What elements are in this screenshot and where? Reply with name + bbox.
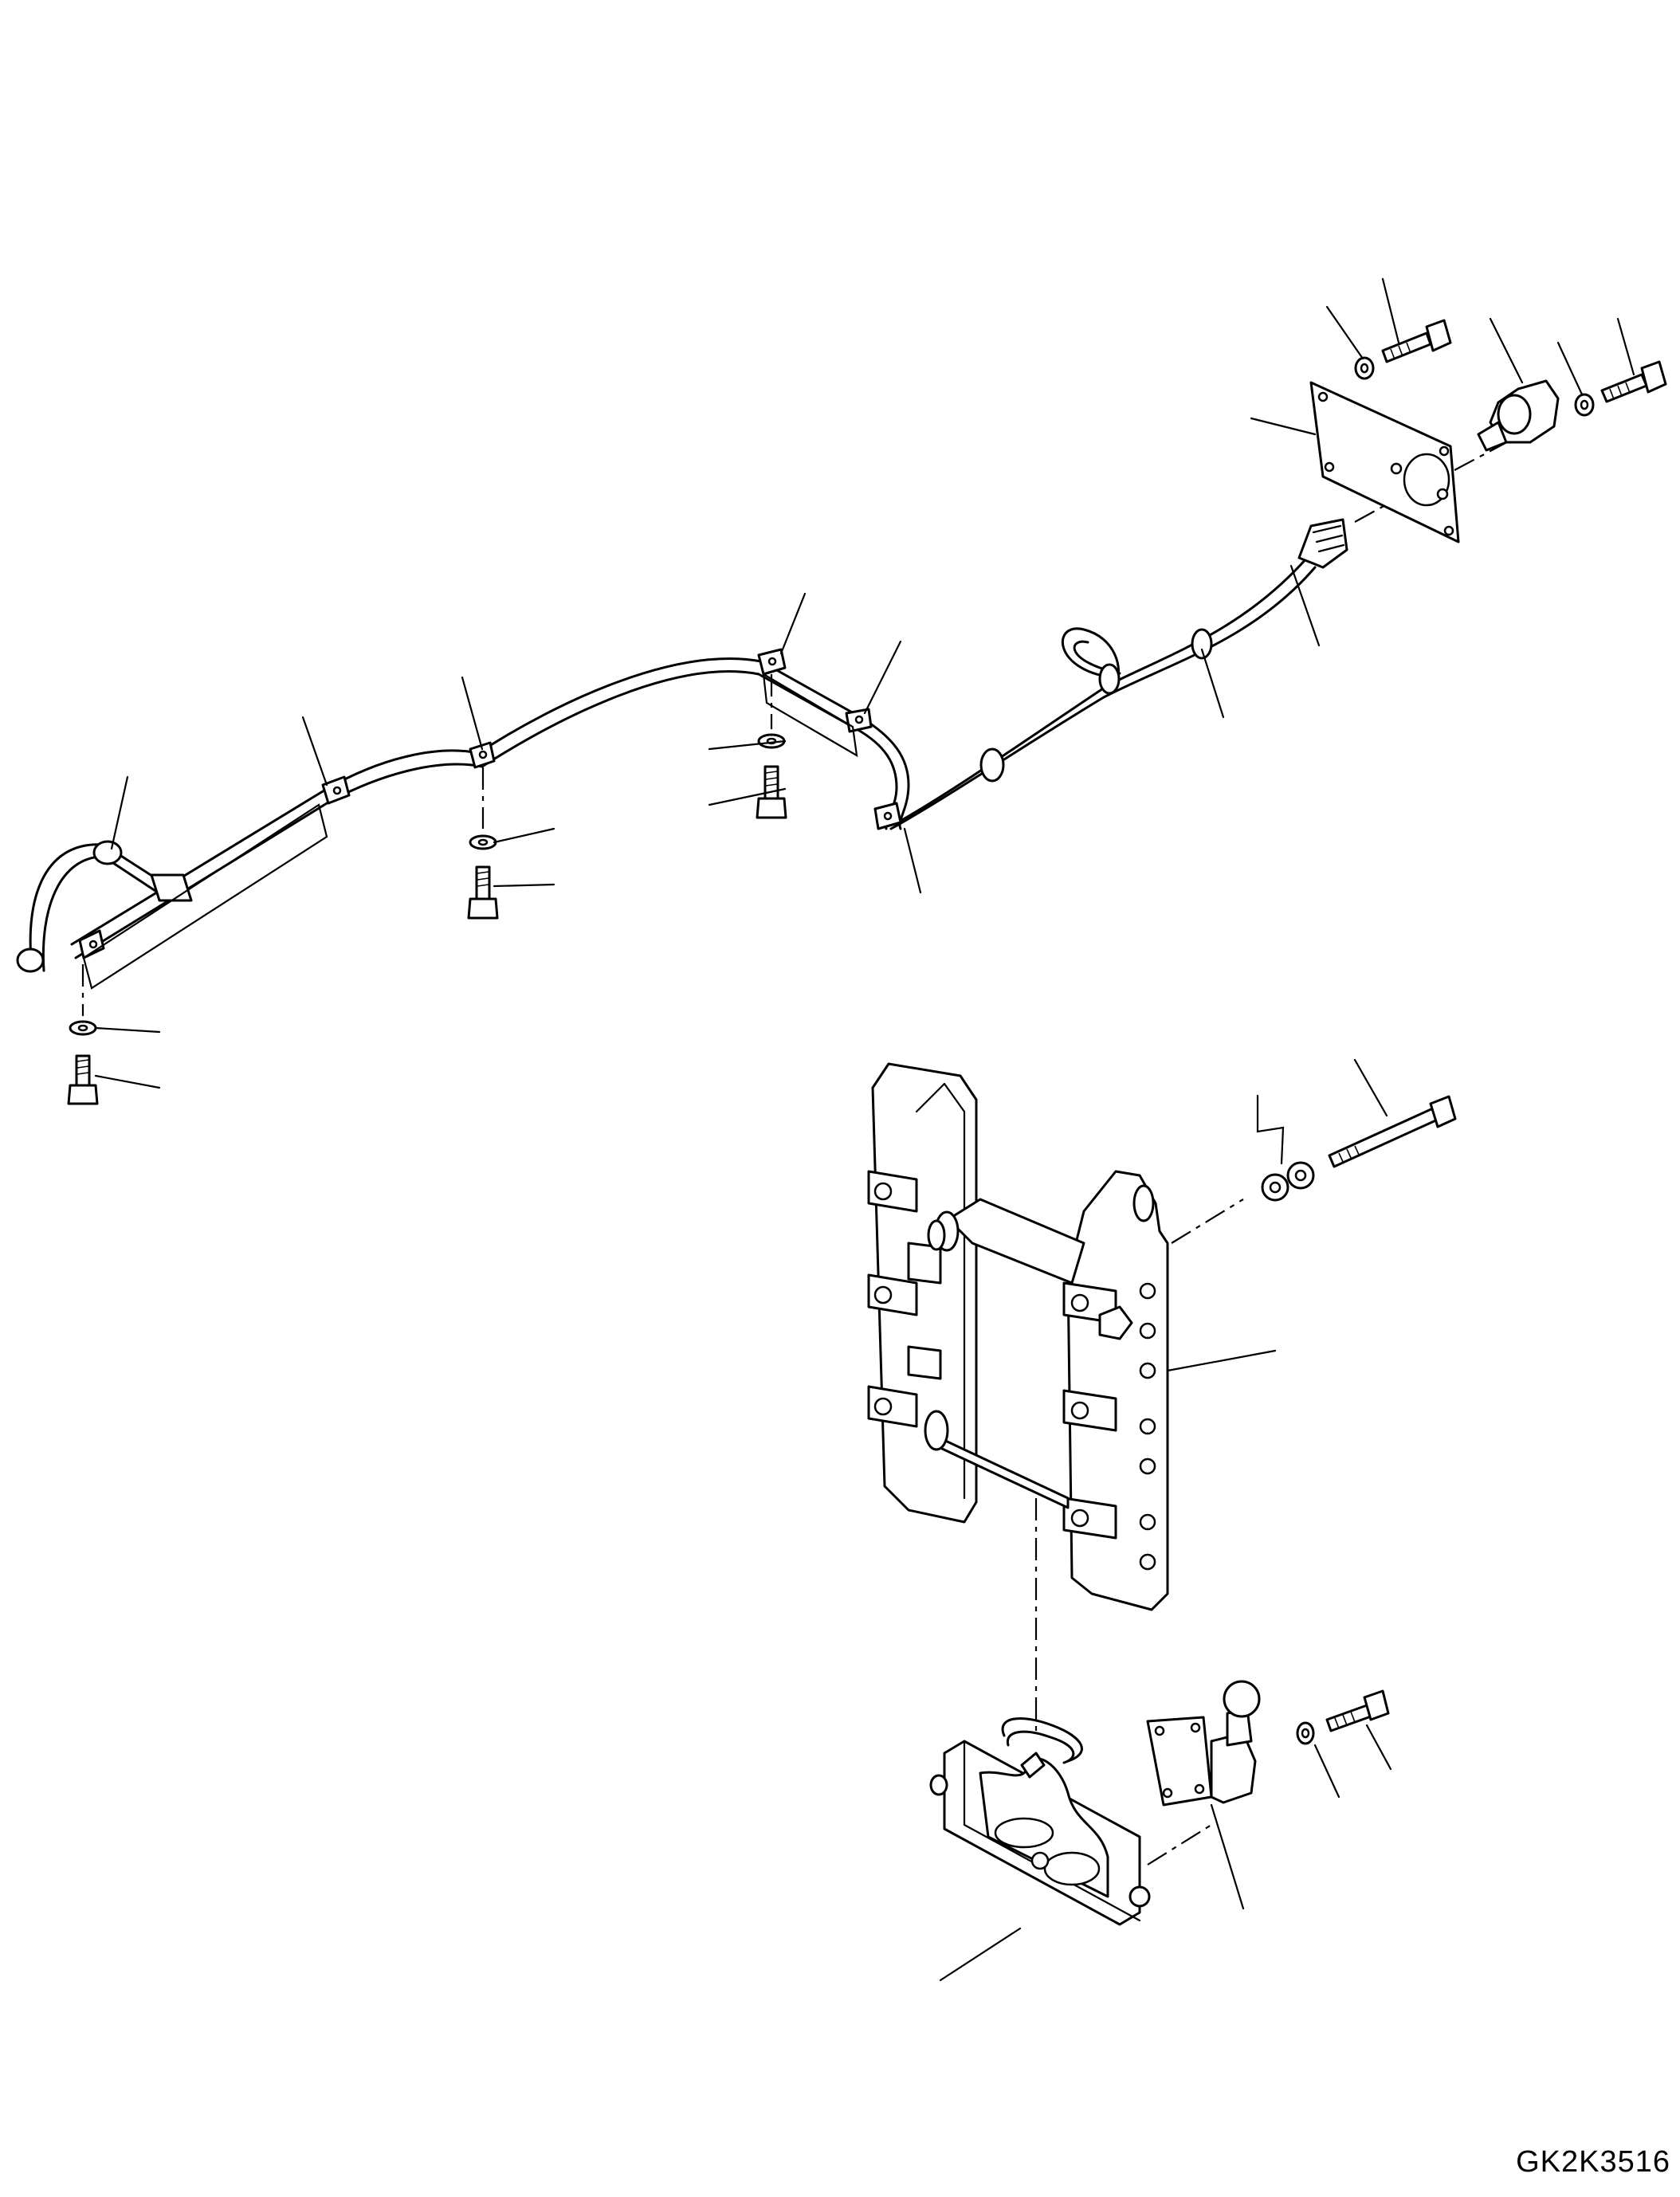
washer	[1296, 1721, 1315, 1745]
bolt	[1600, 360, 1667, 403]
drawing-code: GK2K3516	[1516, 2145, 1670, 2179]
clamp	[757, 648, 787, 676]
washer	[469, 834, 497, 850]
tow-coupling	[929, 1716, 1151, 1926]
trailer-socket	[1477, 379, 1560, 452]
leader-lines	[94, 277, 1635, 1982]
washer	[1354, 356, 1375, 380]
wiring-harness	[16, 518, 1348, 990]
hitch-frame	[867, 1062, 1169, 1611]
socket-plate	[1309, 381, 1460, 543]
assembly-line	[1147, 1824, 1212, 1865]
bolt	[1325, 1689, 1390, 1732]
clamp	[845, 708, 873, 733]
ball-hitch	[1146, 1680, 1261, 1807]
clamp	[321, 775, 351, 805]
long-bolt	[1328, 1095, 1457, 1168]
washer	[1574, 393, 1595, 417]
bolt	[467, 865, 499, 920]
clamp	[78, 929, 105, 959]
assembly-line	[1171, 1199, 1244, 1244]
clamp	[873, 802, 902, 830]
washer	[1286, 1161, 1315, 1190]
clamp	[469, 741, 496, 769]
washer	[1261, 1173, 1289, 1202]
bolt	[1381, 319, 1452, 363]
bolt	[67, 1054, 99, 1105]
washer	[69, 1020, 97, 1036]
